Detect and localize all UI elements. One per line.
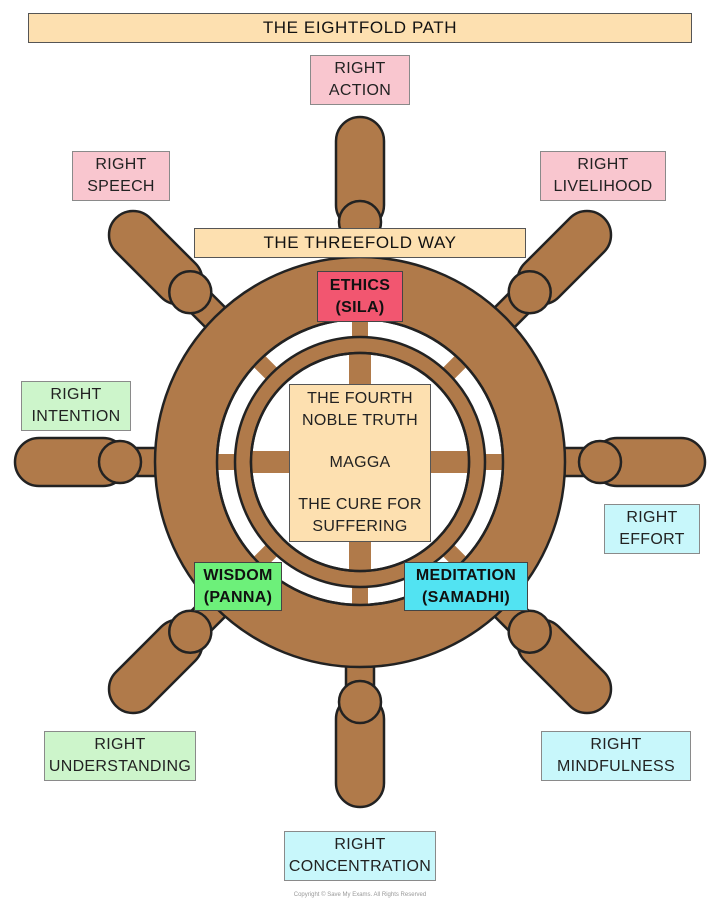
- ethics-group-box: ETHICS (SILA): [317, 271, 403, 322]
- right-action-box: RIGHT ACTION: [310, 55, 410, 105]
- right-speech-l1: RIGHT: [95, 156, 147, 173]
- copyright-footer: Copyright © Save My Exams. All Rights Re…: [293, 892, 427, 898]
- right-livelihood-box: RIGHT LIVELIHOOD: [540, 151, 666, 201]
- meditation-label: MEDITATION: [415, 566, 517, 584]
- wisdom-group-box: WISDOM (PANNA): [194, 562, 282, 611]
- right-mindfulness-l1: RIGHT: [590, 736, 642, 753]
- wisdom-label: WISDOM: [203, 566, 273, 584]
- ethics-pali: (SILA): [335, 298, 385, 316]
- center-line-2: NOBLE TRUTH: [302, 412, 418, 429]
- center-line-1: THE FOURTH: [307, 390, 413, 407]
- right-action-l2: ACTION: [328, 82, 392, 99]
- right-effort-box: RIGHT EFFORT: [604, 504, 700, 554]
- right-concentration-l2: CONCENTRATION: [288, 858, 432, 875]
- wisdom-pali: (PANNA): [203, 588, 273, 606]
- right-intention-l1: RIGHT: [50, 386, 102, 403]
- meditation-pali: (SAMADHI): [421, 588, 511, 606]
- right-livelihood-l2: LIVELIHOOD: [553, 178, 653, 195]
- right-intention-l2: INTENTION: [31, 408, 121, 425]
- right-livelihood-l1: RIGHT: [577, 156, 629, 173]
- center-line-5: SUFFERING: [312, 518, 408, 535]
- right-understanding-box: RIGHT UNDERSTANDING: [44, 731, 196, 781]
- eightfold-path-title: THE EIGHTFOLD PATH: [28, 13, 692, 43]
- right-intention-box: RIGHT INTENTION: [21, 381, 131, 431]
- right-concentration-l1: RIGHT: [334, 836, 386, 853]
- right-speech-l2: SPEECH: [87, 178, 155, 195]
- center-magga: MAGGA: [329, 454, 391, 471]
- right-mindfulness-box: RIGHT MINDFULNESS: [541, 731, 691, 781]
- center-line-4: THE CURE FOR: [298, 496, 422, 513]
- right-speech-box: RIGHT SPEECH: [72, 151, 170, 201]
- meditation-group-box: MEDITATION (SAMADHI): [404, 562, 528, 611]
- right-action-l1: RIGHT: [334, 60, 386, 77]
- threefold-way-title: THE THREEFOLD WAY: [194, 228, 526, 258]
- right-effort-l1: RIGHT: [626, 509, 678, 526]
- right-concentration-box: RIGHT CONCENTRATION: [284, 831, 436, 881]
- right-effort-l2: EFFORT: [619, 531, 685, 548]
- right-mindfulness-l2: MINDFULNESS: [557, 758, 675, 775]
- right-understanding-l2: UNDERSTANDING: [48, 758, 192, 775]
- ethics-label: ETHICS: [329, 276, 391, 294]
- fourth-noble-truth-box: THE FOURTH NOBLE TRUTH MAGGA THE CURE FO…: [289, 384, 431, 542]
- right-understanding-l1: RIGHT: [94, 736, 146, 753]
